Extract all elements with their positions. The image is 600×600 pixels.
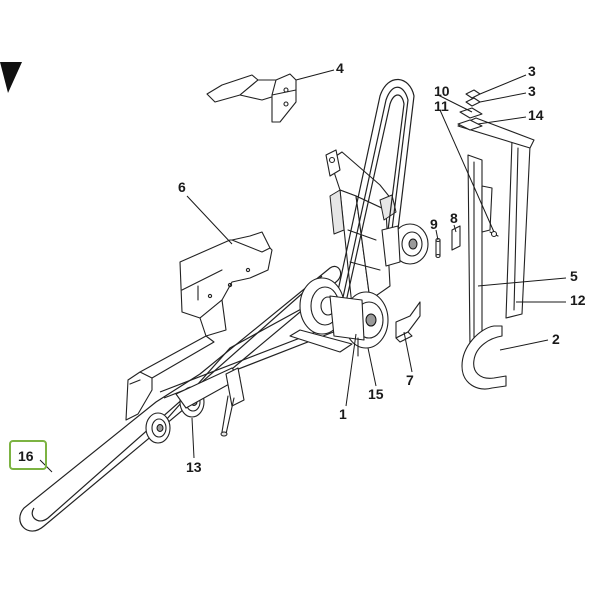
- callout-1: 1: [339, 406, 347, 422]
- callout-3a: 3: [528, 63, 536, 79]
- callout-5: 5: [570, 268, 578, 284]
- callout-15: 15: [368, 386, 384, 402]
- part-1-main-pulley: [289, 277, 389, 357]
- callout-11: 11: [434, 98, 449, 114]
- leader-lines: [39, 69, 567, 473]
- part-2-strap: [461, 325, 507, 390]
- part-5-rail: [467, 154, 493, 349]
- part-4-bracket: [206, 73, 297, 123]
- upper-drive-belt: [335, 78, 415, 303]
- part-13-idler-pulley: [145, 367, 245, 444]
- callout-16: 16: [18, 448, 34, 464]
- callout-labels: 4 3 3 10 11 14 6 9 8 5 12 2 7 15 1 13 16: [9, 60, 586, 475]
- callout-12: 12: [570, 292, 586, 308]
- callout-10: 10: [434, 83, 450, 99]
- part-14-bolt: [489, 230, 499, 238]
- callout-2: 2: [552, 331, 560, 347]
- part-10-11-plates: [457, 107, 483, 131]
- callout-8: 8: [450, 210, 458, 226]
- lower-arm: [125, 335, 215, 421]
- callout-3b: 3: [528, 83, 536, 99]
- callout-6: 6: [178, 179, 186, 195]
- callout-7: 7: [406, 372, 414, 388]
- callout-14: 14: [528, 107, 544, 123]
- callout-16-highlight-box: [9, 440, 47, 470]
- part-7-bracket: [395, 301, 421, 343]
- part-6-plate: [179, 231, 273, 337]
- central-frame: [325, 149, 397, 307]
- part-8-clip: [451, 225, 461, 251]
- part-9-pin: [435, 237, 441, 259]
- black-triangle-icon: [0, 62, 22, 93]
- upper-idler-pulley: [381, 223, 429, 267]
- callout-13: 13: [186, 459, 202, 475]
- part-3-washers: [465, 89, 481, 107]
- callout-9: 9: [430, 216, 438, 232]
- callout-4: 4: [336, 60, 344, 76]
